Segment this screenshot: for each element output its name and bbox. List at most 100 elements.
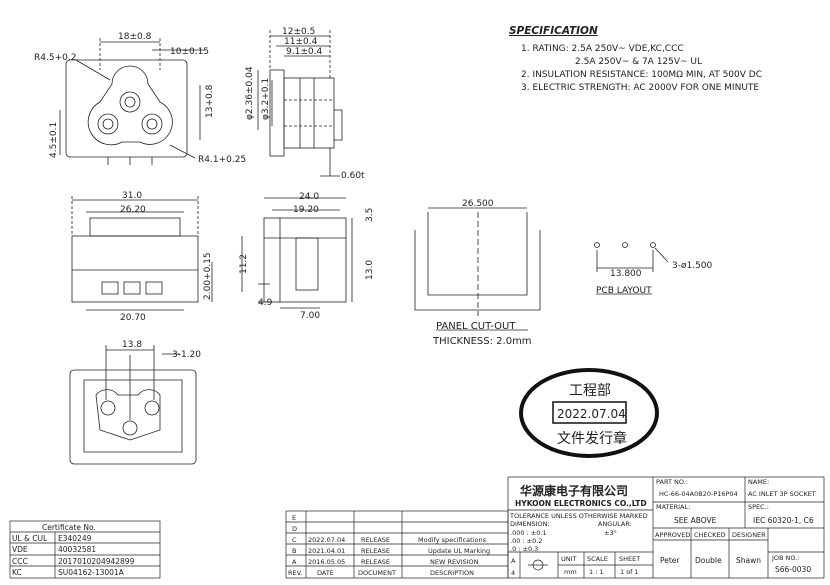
spec-line-2: 2.5A 250V~ & 7A 125V~ UL: [575, 57, 702, 67]
side-dim-base: 7.00: [300, 311, 320, 321]
rev-row-0-rev: E: [292, 514, 296, 522]
front-dim-hole-spacing: 10±0.15: [170, 47, 209, 57]
spec-line-1: 1. RATING: 2.5A 250V~ VDE,KC,CCC: [521, 44, 684, 54]
rev-row-3-desc: Update UL Marking: [428, 547, 490, 555]
spec-label: SPEC.:: [748, 503, 769, 511]
unit-value: mm: [564, 568, 577, 576]
cutout-label: PANEL CUT-OUT: [436, 321, 516, 332]
rev-row-2-desc: Modify specifications: [418, 536, 487, 544]
rear-view: [69, 345, 197, 465]
front-view: [59, 38, 205, 165]
cert-name-0: UL & CUL: [12, 534, 48, 543]
dimension-label: DIMENSION:: [510, 520, 550, 528]
cert-value-0: E340249: [58, 534, 92, 543]
rev-row-4-doc: RELEASE: [361, 558, 390, 566]
front-dim-radius-top: R4.5+0.2: [34, 53, 76, 63]
tolerance-title: TOLERANCE UNLESS OTHERWISE MARKED: [509, 512, 648, 520]
side-dim-b: 11±0.4: [284, 37, 318, 47]
rev-row-4-rev: A: [292, 558, 297, 566]
rev-header-doc: DOCUMENT: [358, 569, 396, 577]
pcb-dim-spacing: 13.800: [610, 269, 642, 279]
tol-2: .00 : ±0.2: [510, 537, 542, 545]
cert-name-3: KC: [12, 568, 22, 577]
rev-row-4-date: 2016.05.05: [308, 558, 345, 566]
panel-cutout: [414, 207, 541, 331]
side-dim-thickness: 0.60t: [341, 171, 365, 181]
designer-label: DESIGNER: [732, 531, 766, 539]
name-value: AC INLET 3P SOCKET: [748, 490, 816, 498]
revision-table: [285, 510, 509, 579]
tol-1: .000 : ±0.1: [510, 529, 547, 537]
front-dim-height-right: 13+0.8: [205, 84, 215, 118]
pcb-dim-hole: 3-ø1.500: [672, 261, 713, 271]
cert-header: Certificate No.: [42, 523, 96, 532]
size-a: A: [511, 557, 516, 565]
stamp-bottom: 文件发行章: [557, 430, 627, 447]
size-4: 4: [511, 569, 515, 577]
bottom-dim-outer: 31.0: [122, 191, 142, 201]
rear-dim-pin: 3-1.20: [172, 350, 201, 360]
rev-row-1-rev: D: [292, 525, 297, 533]
cutout-thickness: THICKNESS: 2.0mm: [432, 336, 532, 347]
side-view-top: [257, 30, 343, 177]
side-dim-outer: 24.0: [299, 192, 319, 202]
release-stamp: [519, 368, 659, 458]
side-dim-a: 12±0.5: [282, 27, 315, 37]
side-dim-inner: 19.20: [293, 205, 319, 215]
stamp-top: 工程部: [569, 383, 611, 399]
rear-dim-spacing: 13.8: [122, 340, 142, 350]
cert-value-2: 2017010204942899: [58, 557, 135, 566]
rev-row-2-rev: C: [292, 536, 297, 544]
sheet-label: SHEET: [619, 555, 640, 563]
revision-rows: E D C 2022.07.04 RELEASE Modify specific…: [288, 514, 490, 577]
approved-label: APPROVED: [655, 531, 690, 539]
side-dim-d1: φ2.36±0.04: [245, 66, 255, 120]
angular-label: ANGULAR:: [598, 520, 632, 528]
sheet-value: 1 of 1: [620, 568, 639, 576]
scale-label: SCALE: [587, 555, 608, 563]
rev-row-3-rev: B: [292, 547, 296, 555]
bottom-dim-base: 20.70: [120, 313, 146, 323]
cert-name-2: CCC: [12, 557, 28, 566]
side-dim-d2: φ3.2+0.1: [261, 78, 271, 120]
material-value: SEE ABOVE: [674, 516, 717, 525]
cutout-dim-width: 26.500: [462, 199, 494, 209]
side-dim-c: 9.1±0.4: [286, 47, 322, 57]
rev-header-date: DATE: [317, 569, 334, 577]
right-side-view: [241, 197, 353, 309]
job-value: S66-0030: [775, 565, 811, 574]
name-label: NAME:: [748, 478, 769, 486]
rev-row-2-date: 2022.07.04: [308, 536, 345, 544]
part-no-label: PART NO.:: [656, 478, 688, 486]
angular-value: ±3°: [604, 529, 617, 537]
designer-name: Shawn: [736, 556, 761, 565]
front-dim-height-left: 4.5±0.1: [49, 122, 59, 158]
side-dim-height: 13.0: [365, 260, 375, 280]
pcb-layout: [594, 242, 669, 295]
side-dim-pin: 4.9: [258, 298, 273, 308]
side-dim-left: 11.2: [239, 254, 249, 274]
cert-name-1: VDE: [12, 545, 28, 554]
rev-row-3-doc: RELEASE: [361, 547, 390, 555]
cert-value-3: SU04162-13001A: [58, 568, 125, 577]
bottom-dim-height: 2.00+0.15: [203, 252, 213, 300]
certificate-table: [9, 520, 161, 579]
company-en: HYKOON ELECTRONICS CO.,LTD: [515, 499, 647, 508]
spec-title: SPECIFICATION: [509, 25, 598, 37]
part-no: HC-66-04A0B20-P16P04: [659, 490, 738, 498]
spec-value: IEC 60320-1, C6: [753, 516, 814, 525]
cert-value-1: 40032581: [58, 545, 96, 554]
spec-line-3: 2. INSULATION RESISTANCE: 100MΩ MIN, AT …: [521, 70, 762, 80]
bottom-view: [71, 196, 213, 311]
job-label: JOB NO.:: [771, 554, 800, 562]
approved-name: Peter: [660, 556, 680, 565]
rev-row-3-date: 2021.04.01: [308, 547, 345, 555]
rev-header-desc: DESCRIPTION: [430, 569, 474, 577]
bottom-dim-inner: 26.20: [120, 205, 146, 215]
side-dim-top: 3.5: [365, 208, 375, 222]
front-dim-radius-bottom: R4.1+0.25: [198, 155, 246, 165]
spec-line-4: 3. ELECTRIC STRENGTH: AC 2000V FOR ONE M…: [521, 83, 759, 93]
company-cn: 华源康电子有限公司: [520, 483, 628, 498]
checked-label: CHECKED: [694, 531, 725, 539]
